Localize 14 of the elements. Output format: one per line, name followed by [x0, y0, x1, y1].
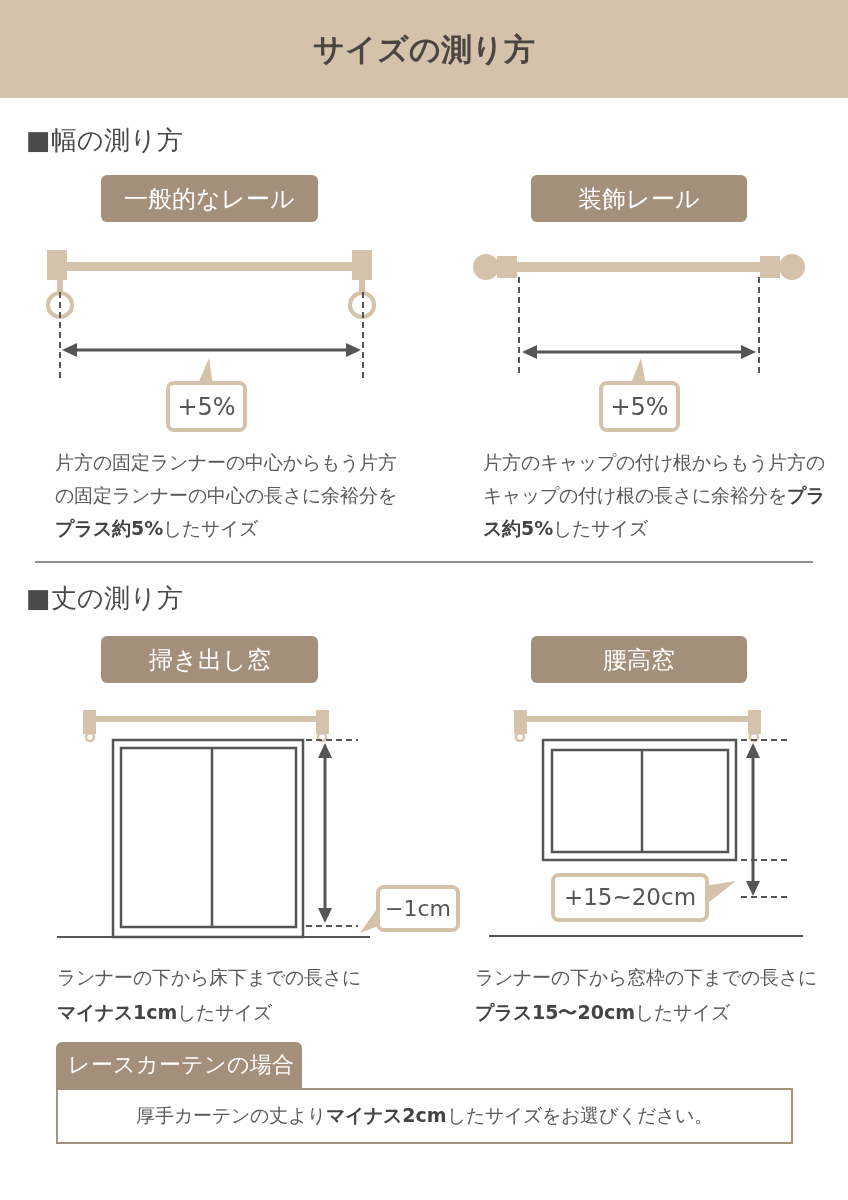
category-tag: 腰高窓 — [531, 636, 747, 683]
section-heading: ■幅の測り方 — [26, 124, 183, 157]
measurement-label: −1cm — [385, 896, 451, 921]
page-title: サイズの測り方 — [313, 30, 535, 69]
category-tag: 一般的なレール — [101, 175, 318, 222]
description-text: 片方の固定ランナーの中心からもう片方の固定ランナーの中心の長さに余裕分をプラス約5%したサイズ — [55, 450, 398, 541]
measurement-label: +15~20cm — [563, 884, 697, 911]
category-tag: 掃き出し窓 — [101, 636, 318, 683]
note-heading: レースカーテンの場合 — [56, 1042, 302, 1088]
description-text: 片方のキャップの付け根からもう片方のキャップの付け根の長さに余裕分をプラス約5%したサイズ — [483, 450, 826, 541]
measurement-label: +5% — [177, 393, 236, 420]
category-tag: 装飾レール — [531, 175, 747, 222]
measurement-label: +5% — [610, 393, 669, 420]
section-heading: ■丈の測り方 — [26, 582, 183, 615]
